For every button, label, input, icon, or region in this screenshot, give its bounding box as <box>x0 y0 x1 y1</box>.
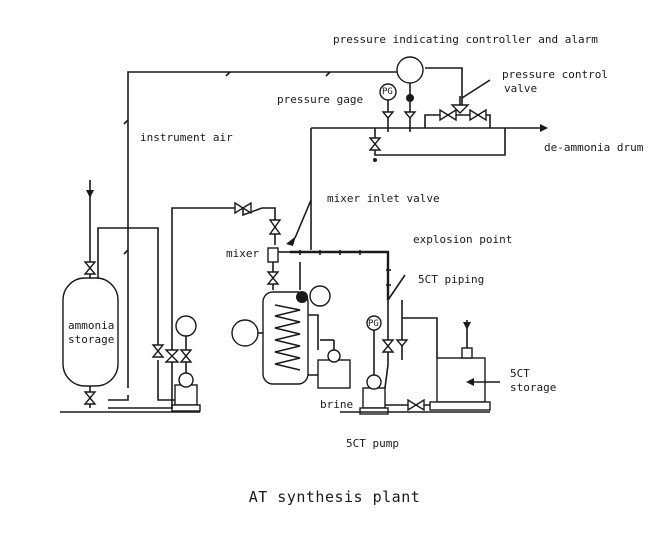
label-pressure-controller: pressure indicating controller and alarm <box>333 33 598 46</box>
piping-5ct <box>290 250 406 301</box>
tag-pg-5ct: PG <box>368 319 379 329</box>
pump-5ct-symbol <box>359 300 440 415</box>
label-pressure-control-valve-2: valve <box>504 82 538 95</box>
label-5ct-storage-1: 5CT <box>510 367 530 380</box>
pressure-controller-symbol <box>396 56 424 132</box>
label-instrument-air: instrument air <box>140 131 233 144</box>
label-explosion-point: explosion point <box>413 233 513 246</box>
label-5ct-pump: 5CT pump <box>346 437 399 450</box>
label-ammonia-storage-1: ammonia <box>68 319 115 332</box>
label-de-ammonia-drum: de-ammonia drum <box>544 141 644 154</box>
mixer-symbol <box>266 247 290 290</box>
mixer-feed-line <box>286 128 312 250</box>
tag-pg-top: PG <box>382 87 393 97</box>
ammonia-pump <box>108 315 201 412</box>
label-mixer-inlet-valve: mixer inlet valve <box>327 192 440 205</box>
storage-5ct-tank <box>402 317 500 411</box>
label-5ct-storage-2: storage <box>510 381 557 394</box>
diagram-caption: AT synthesis plant <box>248 488 421 506</box>
label-ammonia-storage-2: storage <box>68 333 115 346</box>
label-5ct-piping: 5CT piping <box>418 273 485 286</box>
instrument-air-line <box>108 67 463 401</box>
de-ammonia-header <box>311 79 548 162</box>
label-pressure-gage: pressure gage <box>277 93 364 106</box>
brine-pump <box>317 339 351 389</box>
label-brine: brine <box>320 398 354 411</box>
reactor-vessel <box>231 262 341 385</box>
label-mixer: mixer <box>226 247 260 260</box>
feed-line-left <box>171 201 282 380</box>
label-pressure-control-valve-1: pressure control <box>502 68 608 81</box>
ammonia-storage-tank <box>62 180 165 408</box>
pressure-gage-top-symbol <box>379 83 397 132</box>
